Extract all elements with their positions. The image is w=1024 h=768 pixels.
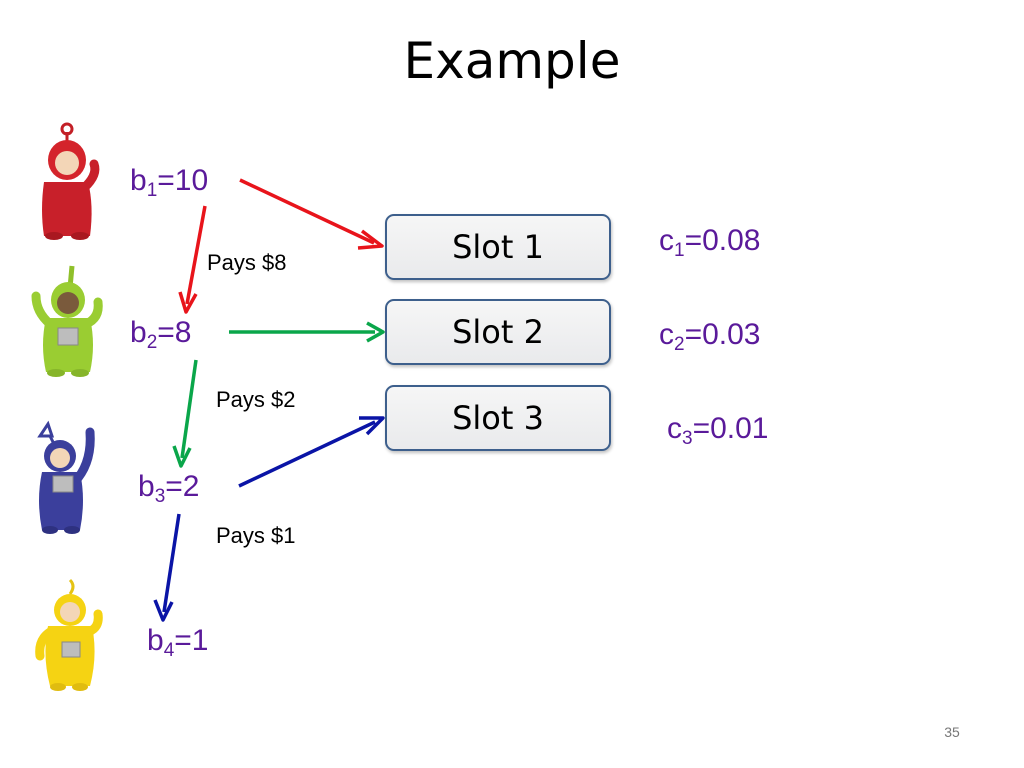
dipsy-figure-icon: [31, 265, 103, 377]
slot-3-box: Slot 3: [385, 385, 611, 451]
arrow-b3-to-b4: [153, 513, 181, 622]
arrow-b1-to-b2: [178, 205, 207, 314]
arrow-b2-to-b3: [172, 359, 198, 468]
ctr-label-c2: c2=0.03: [659, 318, 761, 355]
bid-label-b4: b4=1: [147, 624, 209, 661]
ctr-label-c1: c1=0.08: [659, 224, 761, 261]
slot-2-box: Slot 2: [385, 299, 611, 365]
slot-1-box: Slot 1: [385, 214, 611, 280]
slot-1-label: Slot 1: [452, 228, 544, 266]
bid-label-b2: b2=8: [130, 316, 192, 353]
arrow-b3-to-slot3: [238, 416, 385, 488]
tinky-winky-figure-icon: [37, 420, 95, 534]
slot-3-label: Slot 3: [452, 399, 544, 437]
bid-label-b3: b3=2: [138, 470, 200, 507]
bid-label-b1: b1=10: [130, 164, 209, 201]
laa-laa-figure-icon: [35, 578, 103, 691]
slot-2-label: Slot 2: [452, 313, 544, 351]
payment-label-3: Pays $1: [216, 523, 296, 548]
arrow-b1-to-slot1: [239, 178, 384, 250]
po-figure-icon: [42, 122, 100, 240]
page-number: 35: [944, 724, 960, 740]
arrow-b2-to-slot2: [229, 321, 385, 343]
ctr-label-c3: c3=0.01: [667, 412, 769, 449]
slide-title: Example: [403, 32, 621, 90]
payment-label-1: Pays $8: [207, 250, 287, 275]
payment-label-2: Pays $2: [216, 387, 296, 412]
